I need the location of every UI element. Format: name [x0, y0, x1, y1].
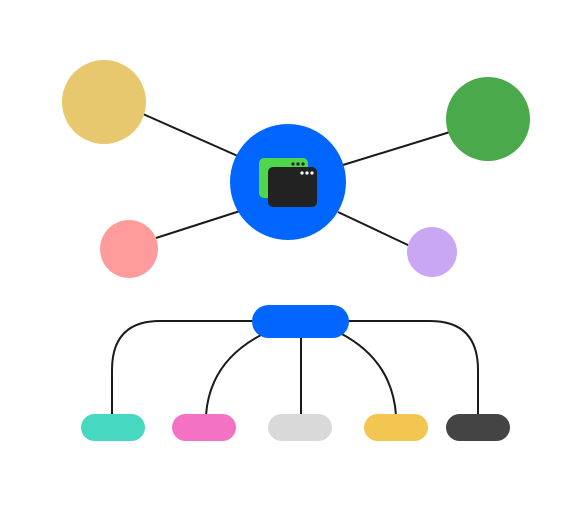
connector-bottom-right: [337, 211, 411, 247]
app-windows-icon: [259, 158, 317, 207]
front-window-dot: [310, 171, 314, 175]
tree-branch-left: [111, 320, 255, 415]
connector-top-left: [142, 113, 241, 158]
front-window-dot: [305, 171, 309, 175]
back-window-dot: [296, 162, 300, 166]
hub-connectors: [142, 113, 451, 247]
connector-bottom-left: [155, 210, 241, 239]
connector-top-right: [342, 131, 451, 166]
leaf-dark: [446, 414, 510, 441]
tree-branch-right: [347, 320, 479, 415]
satellite-top-right: [446, 77, 530, 161]
front-window: [268, 167, 317, 207]
leaf-yellow: [364, 414, 428, 441]
leaf-teal: [81, 414, 145, 441]
tree-root-pill: [252, 305, 349, 338]
tree-branch-mid-right: [339, 332, 397, 416]
satellite-bottom-left: [100, 220, 158, 278]
tree-branch-mid-left: [205, 332, 266, 416]
front-window-dot: [300, 171, 304, 175]
back-window-dot: [301, 162, 305, 166]
leaf-pink: [172, 414, 236, 441]
back-window-dot: [291, 162, 295, 166]
leaf-gray: [268, 414, 332, 441]
satellite-top-left: [62, 60, 146, 144]
satellite-bottom-right: [407, 227, 457, 277]
tree-connectors: [111, 320, 479, 416]
